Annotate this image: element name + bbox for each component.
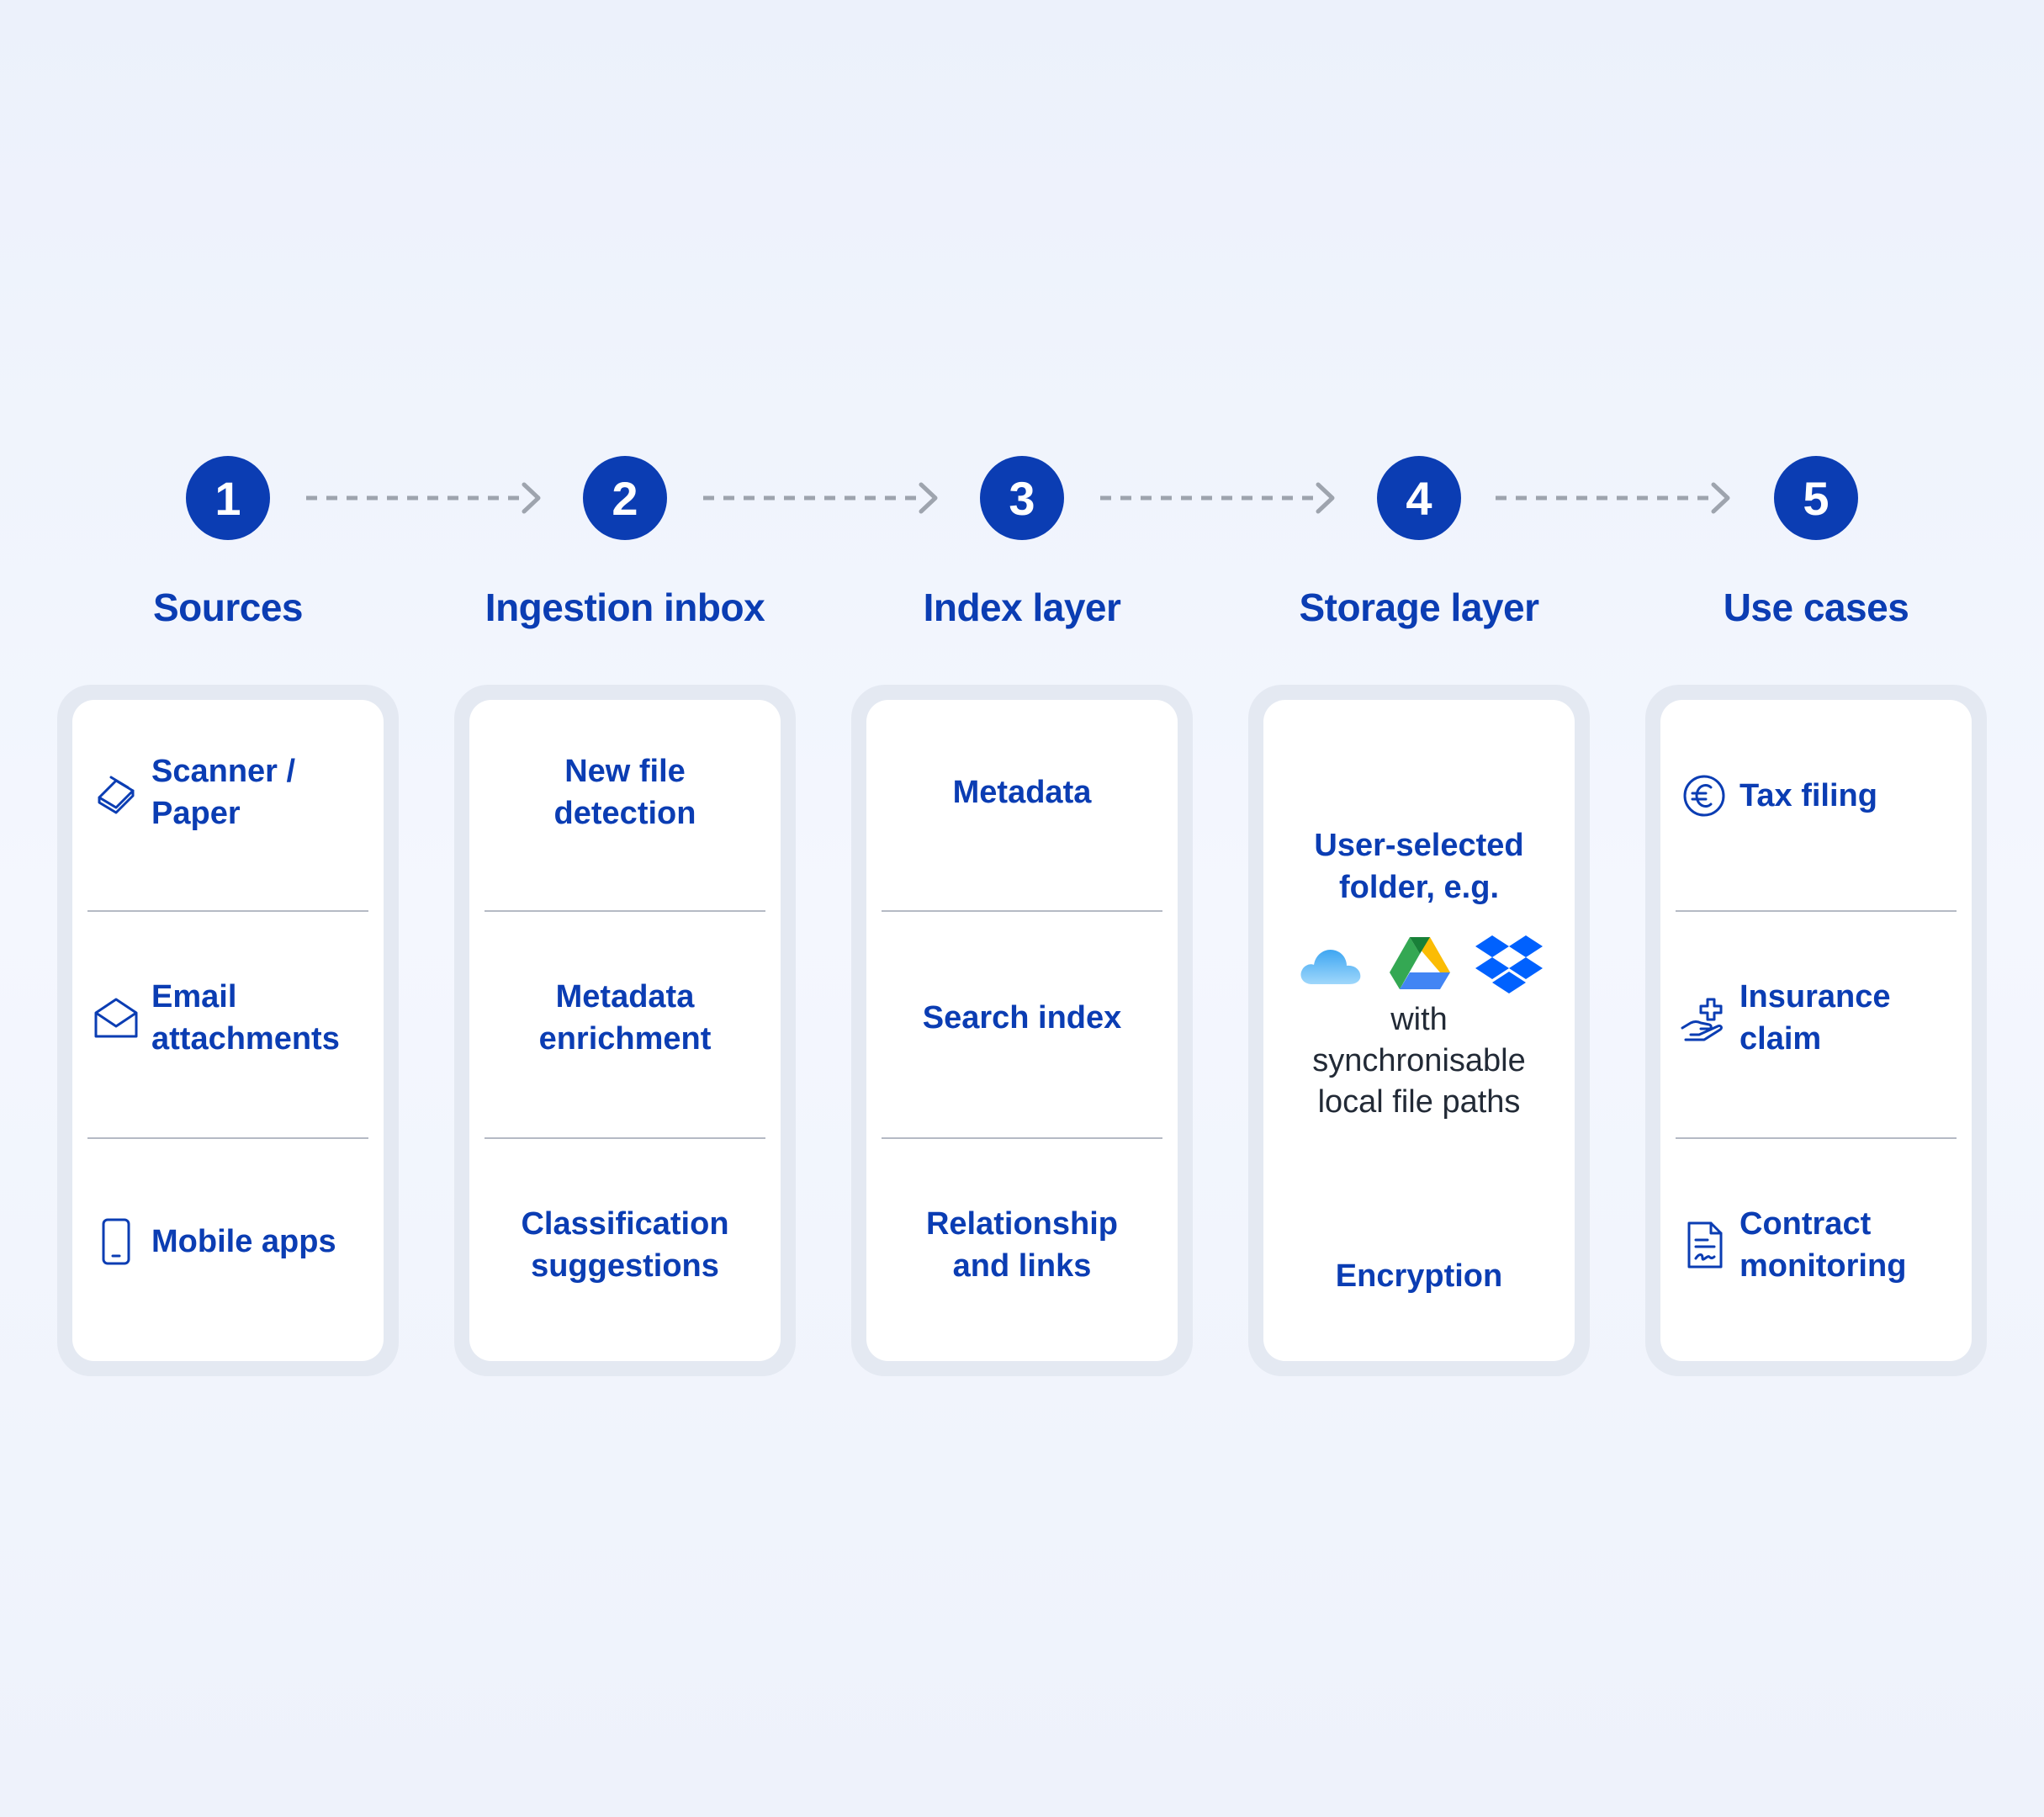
index-card: Metadata Search index Relationship and l… xyxy=(851,685,1193,1376)
divider xyxy=(485,1137,765,1139)
dashed-arrow-icon xyxy=(306,482,541,514)
sources-card-body: Scanner / Paper Email attachments xyxy=(72,700,384,1361)
item-label-line1: Metadata xyxy=(555,979,695,1014)
item-label-line1: Relationship xyxy=(925,1206,1119,1242)
item-label-line1: Classification xyxy=(521,1206,729,1242)
ingestion-item-enrichment: Metadata enrichment xyxy=(469,976,781,1060)
use-case-contract-monitoring: Contract monitoring xyxy=(1679,1203,1965,1287)
ingestion-item-detection: New file detection xyxy=(469,750,781,834)
storage-encryption: Encryption xyxy=(1335,1258,1503,1294)
step-title-ingestion: Ingestion inbox xyxy=(485,585,765,629)
storage-sub-line2: synchronisable xyxy=(1312,1043,1526,1078)
item-label-line2: attachments xyxy=(151,1021,340,1057)
item-label-line1: Scanner / xyxy=(151,754,296,789)
scanner-icon xyxy=(91,767,141,818)
item-label-line1: Tax filing xyxy=(1740,778,1877,813)
signed-document-icon xyxy=(1679,1220,1729,1270)
step-number: 3 xyxy=(1009,471,1035,525)
storage-card: User-selected folder, e.g. xyxy=(1248,685,1590,1376)
item-label-line2: monitoring xyxy=(1740,1248,1907,1284)
ingestion-card: New file detection Metadata enrichment C… xyxy=(454,685,796,1376)
divider xyxy=(882,910,1162,912)
hand-with-cross-icon xyxy=(1679,993,1729,1043)
item-label-line1: New file xyxy=(564,754,686,789)
dashed-arrow-icon xyxy=(1496,482,1730,514)
item-label-line1: Email xyxy=(151,979,237,1014)
mobile-phone-icon xyxy=(91,1216,141,1267)
step-title-sources: Sources xyxy=(152,585,304,629)
item-label-line1: Contract xyxy=(1740,1206,1872,1242)
item-label-line2: suggestions xyxy=(531,1248,719,1284)
cloud-provider-logos xyxy=(1263,934,1575,1001)
use-cases-card: Tax filing Insurance claim xyxy=(1645,685,1987,1376)
item-label-line1: Mobile apps xyxy=(151,1224,336,1259)
storage-card-body: User-selected folder, e.g. xyxy=(1263,700,1575,1361)
divider xyxy=(87,1137,368,1139)
storage-sub-line3: local file paths xyxy=(1317,1084,1521,1120)
step-number: 2 xyxy=(612,471,638,525)
step-number: 4 xyxy=(1406,471,1432,525)
index-item-metadata: Metadata xyxy=(866,750,1178,834)
step-title-index: Index layer xyxy=(923,585,1121,629)
use-case-insurance-claim: Insurance claim xyxy=(1679,976,1965,1060)
icloud-icon xyxy=(1300,949,1361,984)
item-label-line1: Search index xyxy=(922,1000,1122,1036)
divider xyxy=(485,910,765,912)
item-label-line2: Paper xyxy=(151,796,241,831)
divider xyxy=(1676,910,1957,912)
source-item-email: Email attachments xyxy=(91,976,377,1060)
item-label-line1: Insurance xyxy=(1740,979,1891,1014)
step-4-circle: 4 xyxy=(1377,456,1461,540)
euro-coin-icon xyxy=(1679,771,1729,821)
index-item-relationship: Relationship and links xyxy=(866,1203,1178,1287)
storage-title-line2: folder, e.g. xyxy=(1338,870,1500,905)
item-label-line2: and links xyxy=(952,1248,1092,1284)
google-drive-icon xyxy=(1390,937,1450,989)
storage-title-line1: User-selected xyxy=(1314,828,1524,863)
item-label-line2: detection xyxy=(553,796,696,831)
sources-card: Scanner / Paper Email attachments xyxy=(57,685,399,1376)
item-label-line2: claim xyxy=(1740,1021,1822,1057)
dashed-arrow-icon xyxy=(1100,482,1335,514)
item-label-line2: enrichment xyxy=(538,1021,712,1057)
use-cases-card-body: Tax filing Insurance claim xyxy=(1660,700,1972,1361)
storage-folder-label: User-selected folder, e.g. xyxy=(1263,824,1575,908)
step-2-circle: 2 xyxy=(583,456,667,540)
step-3-circle: 3 xyxy=(980,456,1064,540)
step-number: 1 xyxy=(214,471,241,525)
divider xyxy=(882,1137,1162,1139)
dashed-arrow-icon xyxy=(703,482,938,514)
envelope-icon xyxy=(91,993,141,1043)
source-item-mobile: Mobile apps xyxy=(91,1216,377,1267)
use-case-tax-filing: Tax filing xyxy=(1679,771,1965,821)
item-label-line1: Metadata xyxy=(952,775,1092,810)
source-item-scanner: Scanner / Paper xyxy=(91,750,368,834)
step-title-use-cases: Use cases xyxy=(1723,585,1909,629)
divider xyxy=(1676,1137,1957,1139)
ingestion-card-body: New file detection Metadata enrichment C… xyxy=(469,700,781,1361)
dropbox-icon xyxy=(1475,935,1543,993)
storage-sub-line1: with xyxy=(1390,1002,1448,1037)
step-title-storage: Storage layer xyxy=(1299,585,1539,629)
step-5-circle: 5 xyxy=(1774,456,1858,540)
ingestion-item-classification: Classification suggestions xyxy=(469,1203,781,1287)
index-item-search: Search index xyxy=(866,976,1178,1060)
step-number: 5 xyxy=(1803,471,1830,525)
divider xyxy=(87,910,368,912)
storage-sync-note: with synchronisable local file paths xyxy=(1263,999,1575,1123)
index-card-body: Metadata Search index Relationship and l… xyxy=(866,700,1178,1361)
step-1-circle: 1 xyxy=(186,456,270,540)
